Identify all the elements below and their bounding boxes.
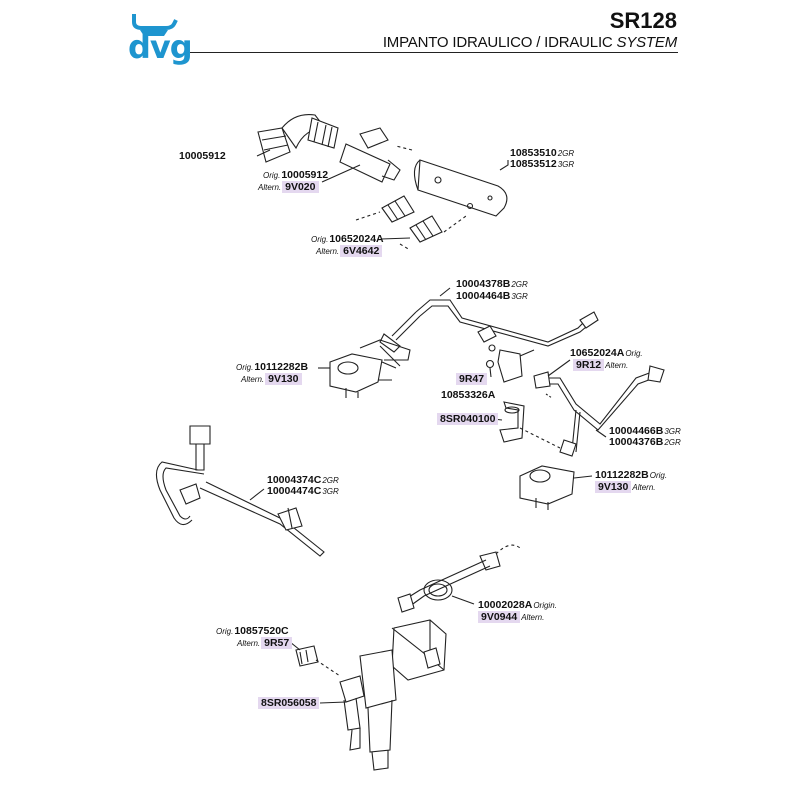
group-suffix: 3GR <box>557 160 575 169</box>
part-code: 10004464B <box>456 290 511 302</box>
orig-prefix: Orig. <box>263 171 281 180</box>
orig-suffix: Orig. <box>625 349 643 358</box>
origin-suffix: Origin. <box>533 601 557 610</box>
logo-text: dvg <box>128 28 193 66</box>
part-code: 10005912 <box>281 169 329 181</box>
part-code: 10004376B <box>609 436 664 448</box>
part-label-altern-9V130: Altern.9V130 <box>241 373 302 386</box>
part-code: 10112282B <box>595 469 649 481</box>
part-label-orig-10005912: Orig.10005912 <box>263 169 328 182</box>
part-label-10652024A-orig: 10652024AOrig. <box>570 347 643 360</box>
nipple-fitting-part <box>355 195 467 251</box>
part-code: 6V4642 <box>340 245 383 257</box>
part-label-altern-9R57: Altern.9R57 <box>237 637 293 650</box>
part-code: 9V130 <box>265 373 302 385</box>
part-label-10002028A: 10002028AOrigin. <box>478 599 557 612</box>
part-label-10004374C: 10004374C2GR <box>267 474 339 487</box>
part-code: 10004374C <box>267 474 322 486</box>
part-code: 10853326A <box>441 389 496 401</box>
part-label-10853326A: 10853326A <box>441 389 495 401</box>
pressostat-right-part <box>519 465 575 510</box>
part-label-8SR040100: 8SR040100 <box>437 413 499 425</box>
part-label-orig-10112282B: Orig.10112282B <box>236 361 308 374</box>
group-suffix: 3GR <box>664 427 681 436</box>
group-suffix: 3GR <box>322 487 339 496</box>
altern-suffix: Altern. <box>521 613 545 622</box>
part-code: 8SR040100 <box>437 413 499 425</box>
part-code: 10005912 <box>179 150 226 162</box>
part-label-10004466B: 10004466B3GR <box>609 425 681 438</box>
group-suffix: 3GR <box>511 292 528 301</box>
altern-suffix: Altern. <box>632 483 656 492</box>
page-subtitle: IMPANTO IDRAULICO / IDRAULIC SYSTEM <box>383 34 677 51</box>
part-code: 10857520C <box>234 625 289 637</box>
part-label-10853510: 108535102GR <box>510 147 574 160</box>
altern-prefix: Altern. <box>237 639 261 648</box>
altern-prefix: Altern. <box>241 375 265 384</box>
tee-valve-part <box>339 127 401 183</box>
page-title: SR128 <box>609 8 677 33</box>
pressostat-part <box>329 345 401 398</box>
part-code: 9V020 <box>282 181 319 193</box>
part-code: 9R12 <box>573 359 605 371</box>
part-code: 10853512 <box>510 158 557 170</box>
part-code: 8SR056058 <box>258 697 320 709</box>
dvg-logo-icon <box>132 14 178 36</box>
part-label-10005912: 10005912 <box>179 150 226 162</box>
tube-right-part <box>533 365 665 457</box>
part-label-orig-10857520C: Orig.10857520C <box>216 625 289 638</box>
elbow-fitting-part <box>257 113 339 163</box>
altern-suffix: Altern. <box>605 361 629 370</box>
altern-prefix: Altern. <box>258 183 282 192</box>
part-code: 10004378B <box>456 278 511 290</box>
altern-prefix: Altern. <box>316 247 340 256</box>
subtitle-italic: SYSTEM <box>616 34 678 51</box>
part-label-9R47: 9R47 <box>456 373 488 385</box>
part-code: 10112282B <box>254 361 309 373</box>
part-code: 10853510 <box>510 147 557 159</box>
part-code: 10004474C <box>267 485 322 497</box>
part-label-10112282B-orig: 10112282BOrig. <box>595 469 667 482</box>
part-label-8SR056058: 8SR056058 <box>258 697 320 709</box>
orig-prefix: Orig. <box>216 627 234 636</box>
part-code: 9V130 <box>595 481 632 493</box>
steam-wand-part <box>155 425 325 557</box>
part-label-orig-10652024A: Orig.10652024A <box>311 233 384 246</box>
part-code: 9R47 <box>456 373 488 385</box>
orig-suffix: Orig. <box>649 471 668 480</box>
solenoid-valve-part <box>339 619 447 771</box>
group-suffix: 2GR <box>511 280 528 289</box>
group-suffix: 2GR <box>664 438 681 447</box>
orig-prefix: Orig. <box>236 363 254 372</box>
part-code: 10652024A <box>570 347 625 359</box>
part-code: 10004466B <box>609 425 664 437</box>
part-code: 10002028A <box>478 599 533 611</box>
part-label-10004376B: 10004376B2GR <box>609 436 681 449</box>
tube-assembly-part <box>379 299 599 383</box>
group-suffix: 2GR <box>322 476 339 485</box>
part-code: 10652024A <box>329 233 384 245</box>
part-label-10853512: 108535123GR <box>510 158 574 171</box>
part-label-10004378B: 10004378B2GR <box>456 278 528 291</box>
group-suffix: 2GR <box>557 149 575 158</box>
part-label-10004474C: 10004474C3GR <box>267 485 339 498</box>
header-divider <box>190 52 678 53</box>
bracket-part <box>499 401 525 443</box>
part-code: 9V0944 <box>478 611 521 623</box>
subtitle-main: IMPANTO IDRAULICO / IDRAULIC <box>382 34 613 51</box>
part-label-altern-6V4642: Altern.6V4642 <box>316 245 383 258</box>
orig-prefix: Orig. <box>311 235 329 244</box>
nut-fitting-part <box>295 645 341 677</box>
part-label-10004464B: 10004464B3GR <box>456 290 528 303</box>
distribution-block-part <box>395 145 508 217</box>
part-code: 9R57 <box>261 637 293 649</box>
capillary-tube-part <box>397 544 521 613</box>
part-label-altern-9V020: Altern.9V020 <box>258 181 319 194</box>
